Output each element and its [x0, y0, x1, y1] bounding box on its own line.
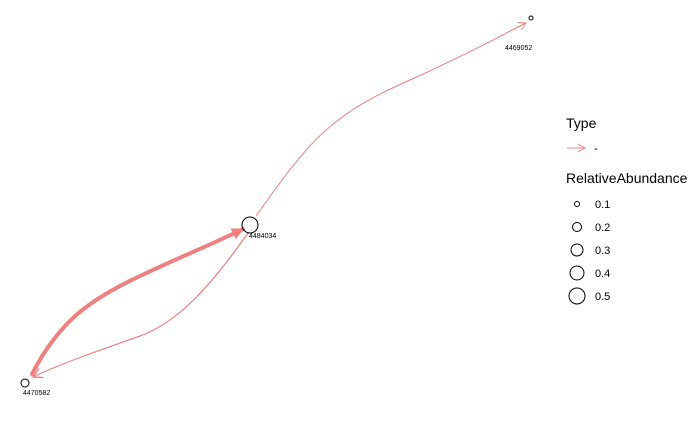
edge-4470582-to-4484034 [30, 227, 245, 376]
legend-size-key-5 [568, 287, 586, 305]
legend-size-label-4: 0.4 [595, 268, 610, 280]
legend-size: RelativeAbundance 0.1 0.2 0.3 0.4 0.5 [566, 170, 688, 305]
legend-size-title: RelativeAbundance [566, 170, 688, 186]
legend-size-key-4 [569, 265, 585, 281]
edge-4484034-to-4470582 [31, 232, 249, 379]
legend-size-label-5: 0.5 [595, 291, 610, 303]
legend-type-title: Type [566, 115, 597, 131]
edge-4484034-to-4469052 [255, 22, 527, 217]
node-4484034 [241, 216, 259, 234]
legend-size-label-1: 0.1 [595, 199, 610, 211]
node-label-4469052: 4469052 [505, 45, 532, 52]
node-label-4484034: 4484034 [249, 233, 276, 240]
node-4469052 [528, 15, 534, 21]
legend-size-key-3 [570, 243, 584, 257]
legend-size-label-3: 0.3 [595, 245, 610, 257]
legend-type-label: - [594, 143, 598, 155]
legend-size-key-1 [574, 201, 580, 207]
node-4470582 [20, 378, 30, 388]
legend-size-key-2 [572, 222, 582, 232]
node-label-4470582: 4470582 [23, 390, 50, 397]
legend-type: Type - [566, 115, 598, 155]
legend-size-label-2: 0.2 [595, 222, 610, 234]
